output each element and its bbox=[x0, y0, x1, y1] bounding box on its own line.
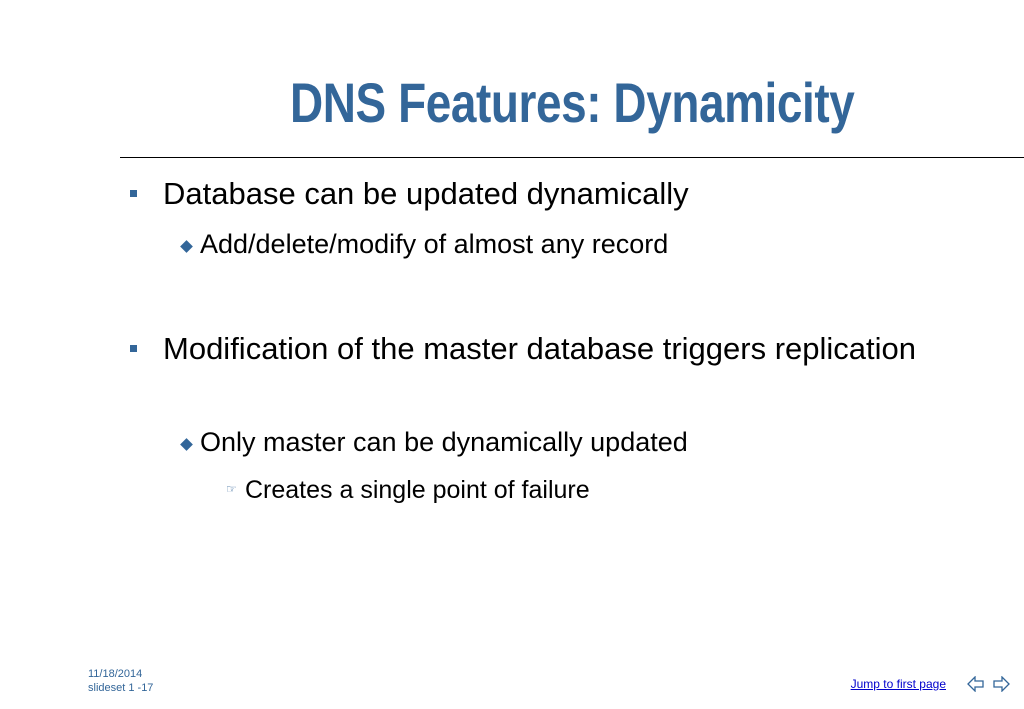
arrow-left-outline-icon[interactable] bbox=[967, 676, 984, 692]
title-divider bbox=[120, 157, 1024, 158]
arrow-right-outline-icon[interactable] bbox=[993, 676, 1010, 692]
sub-bullet-item: Only master can be dynamically updated bbox=[179, 425, 981, 459]
slide-title: DNS Features: Dynamicity bbox=[290, 71, 855, 134]
slide-navigation: Jump to first page bbox=[851, 676, 1010, 692]
bullet-item: Modification of the master database trig… bbox=[130, 329, 930, 369]
pointing-hand-icon: ☞ bbox=[226, 482, 237, 496]
footer-info: 11/18/2014 slideset 1 -17 bbox=[88, 667, 153, 695]
sub-bullet-text: Only master can be dynamically updated bbox=[200, 427, 688, 457]
diamond-bullet-icon bbox=[179, 437, 193, 451]
sub-sub-bullet-text: Creates a single point of failure bbox=[245, 476, 590, 504]
sub-sub-bullet-item: ☞ Creates a single point of failure bbox=[226, 475, 986, 505]
bullet-text: Modification of the master database trig… bbox=[163, 331, 917, 366]
sub-bullet-text: Add/delete/modify of almost any record bbox=[200, 229, 669, 259]
footer-slide-ref: slideset 1 -17 bbox=[88, 682, 154, 694]
footer-date: 11/18/2014 bbox=[88, 668, 143, 680]
bullet-item: Database can be updated dynamically bbox=[130, 174, 990, 214]
square-bullet-icon bbox=[130, 345, 137, 352]
jump-to-first-page-link[interactable]: Jump to first page bbox=[850, 677, 946, 691]
square-bullet-icon bbox=[130, 190, 137, 197]
sub-bullet-item: Add/delete/modify of almost any record bbox=[179, 227, 981, 261]
bullet-text: Database can be updated dynamically bbox=[163, 176, 689, 211]
diamond-bullet-icon bbox=[179, 239, 193, 253]
